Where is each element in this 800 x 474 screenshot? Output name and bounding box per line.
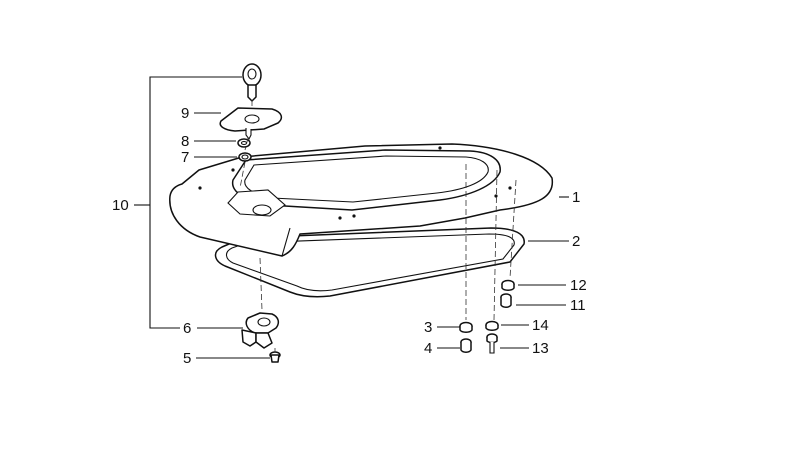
callout-10: 10 bbox=[112, 197, 129, 214]
assembly-lines bbox=[239, 100, 517, 352]
part-9-lock-plate bbox=[219, 107, 283, 141]
part-1-cover-lid bbox=[169, 143, 554, 257]
part-10-key bbox=[242, 63, 262, 102]
leader-lines bbox=[134, 76, 569, 359]
callout-8: 8 bbox=[181, 133, 189, 150]
part-4-bolt bbox=[460, 338, 472, 353]
part-12-nut bbox=[501, 279, 515, 291]
part-14-washer bbox=[485, 320, 499, 331]
part-5-screw bbox=[269, 351, 281, 363]
part-13-screw bbox=[486, 333, 498, 354]
callout-7: 7 bbox=[181, 149, 189, 166]
part-7-ring bbox=[238, 152, 252, 162]
callout-13: 13 bbox=[532, 340, 549, 357]
callout-4: 4 bbox=[424, 340, 432, 357]
callout-12: 12 bbox=[570, 277, 587, 294]
callout-3: 3 bbox=[424, 319, 432, 336]
part-6-lock-mechanism bbox=[241, 312, 280, 349]
part-3-washer bbox=[459, 321, 473, 333]
callout-14: 14 bbox=[532, 317, 549, 334]
callout-1: 1 bbox=[572, 189, 580, 206]
callout-9: 9 bbox=[181, 105, 189, 122]
part-8-washer bbox=[237, 138, 251, 148]
callout-6: 6 bbox=[183, 320, 191, 337]
callout-numbers: 1 2 12 11 14 13 3 4 9 8 7 10 6 5 bbox=[112, 105, 587, 367]
part-11-spacer bbox=[500, 293, 512, 308]
callout-2: 2 bbox=[572, 233, 580, 250]
callout-5: 5 bbox=[183, 350, 191, 367]
callout-11: 11 bbox=[570, 297, 586, 314]
